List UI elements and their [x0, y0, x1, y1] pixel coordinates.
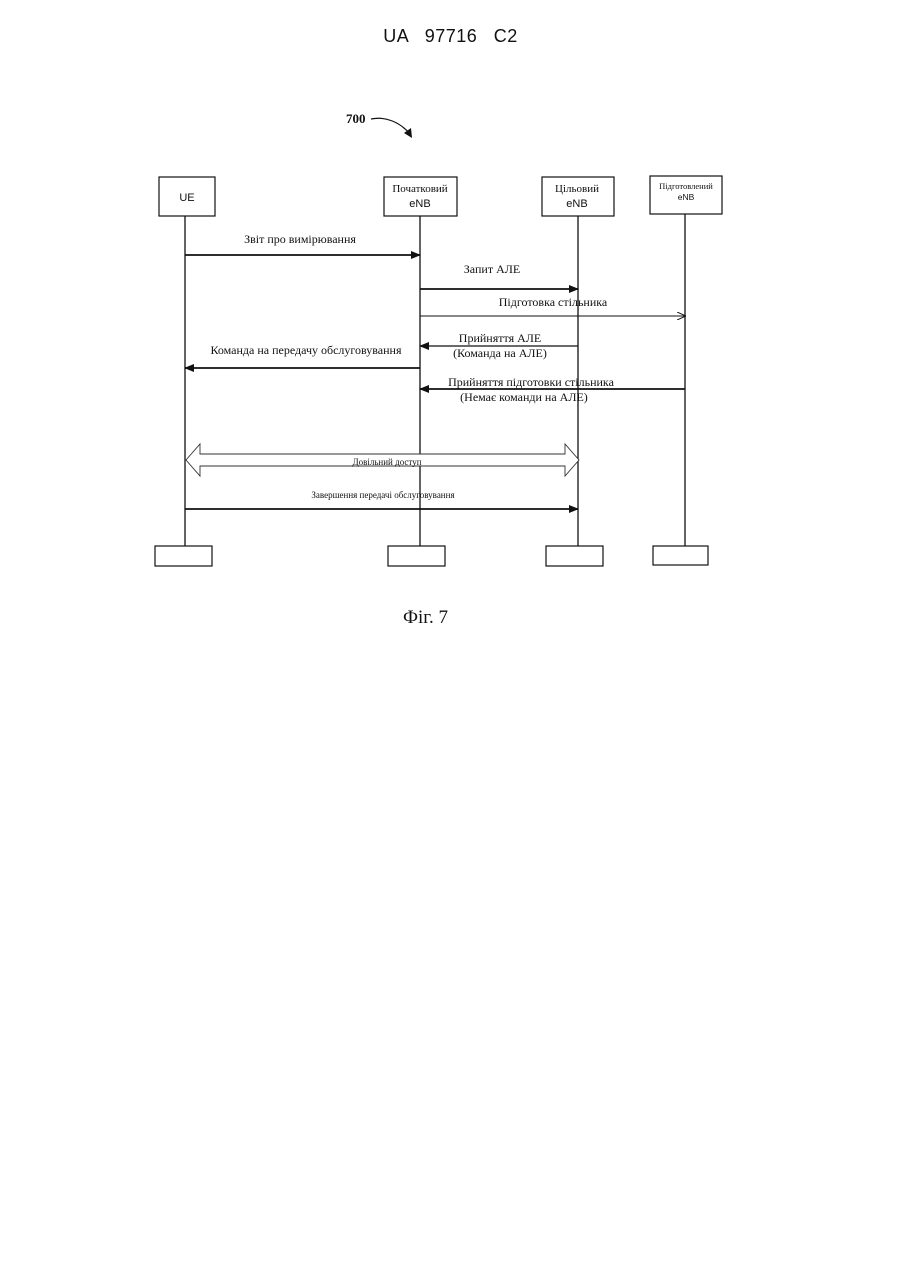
figure-reference-label: 700	[346, 111, 366, 126]
measurement-report-label: Звіт про вимірювання	[244, 232, 356, 246]
prepared-enb-label-line1: Підготовлений	[659, 181, 713, 191]
ho-complete-label: Завершення передачі обслуговування	[311, 490, 454, 500]
figure-caption: Фіг. 7	[0, 607, 851, 629]
ho-request-label: Запит АЛЕ	[464, 262, 520, 276]
cell-preparation-label: Підготовка стільника	[499, 295, 608, 309]
prepared-enb-label-line2: eNB	[678, 192, 695, 202]
cell-prep-ack-label-line2: (Немає команди на АЛЕ)	[460, 390, 588, 404]
ho-ack-label-line1: Прийняття АЛЕ	[459, 331, 541, 345]
source-enb-bottom-box	[388, 546, 445, 566]
source-enb-label-line1: Початковий	[392, 183, 447, 195]
ue-label: UE	[179, 192, 194, 204]
cell-prep-ack-label-line1: Прийняття підготовки стільника	[448, 375, 614, 389]
source-enb-label-line2: eNB	[409, 198, 430, 210]
target-enb-bottom-box	[546, 546, 603, 566]
figure-reference-arrow	[371, 118, 410, 134]
ho-ack-label-line2: (Команда на АЛЕ)	[453, 346, 547, 360]
target-enb-label-line1: Цільовий	[555, 183, 599, 195]
random-access-label: Довільний доступ	[352, 457, 421, 467]
ue-bottom-box	[155, 546, 212, 566]
prepared-enb-bottom-box	[653, 546, 708, 565]
ho-command-label: Команда на передачу обслуговування	[210, 343, 401, 357]
target-enb-label-line2: eNB	[566, 198, 587, 210]
sequence-diagram: 700 UE Початковий eNB Цільовий eNB Підго…	[0, 0, 901, 600]
